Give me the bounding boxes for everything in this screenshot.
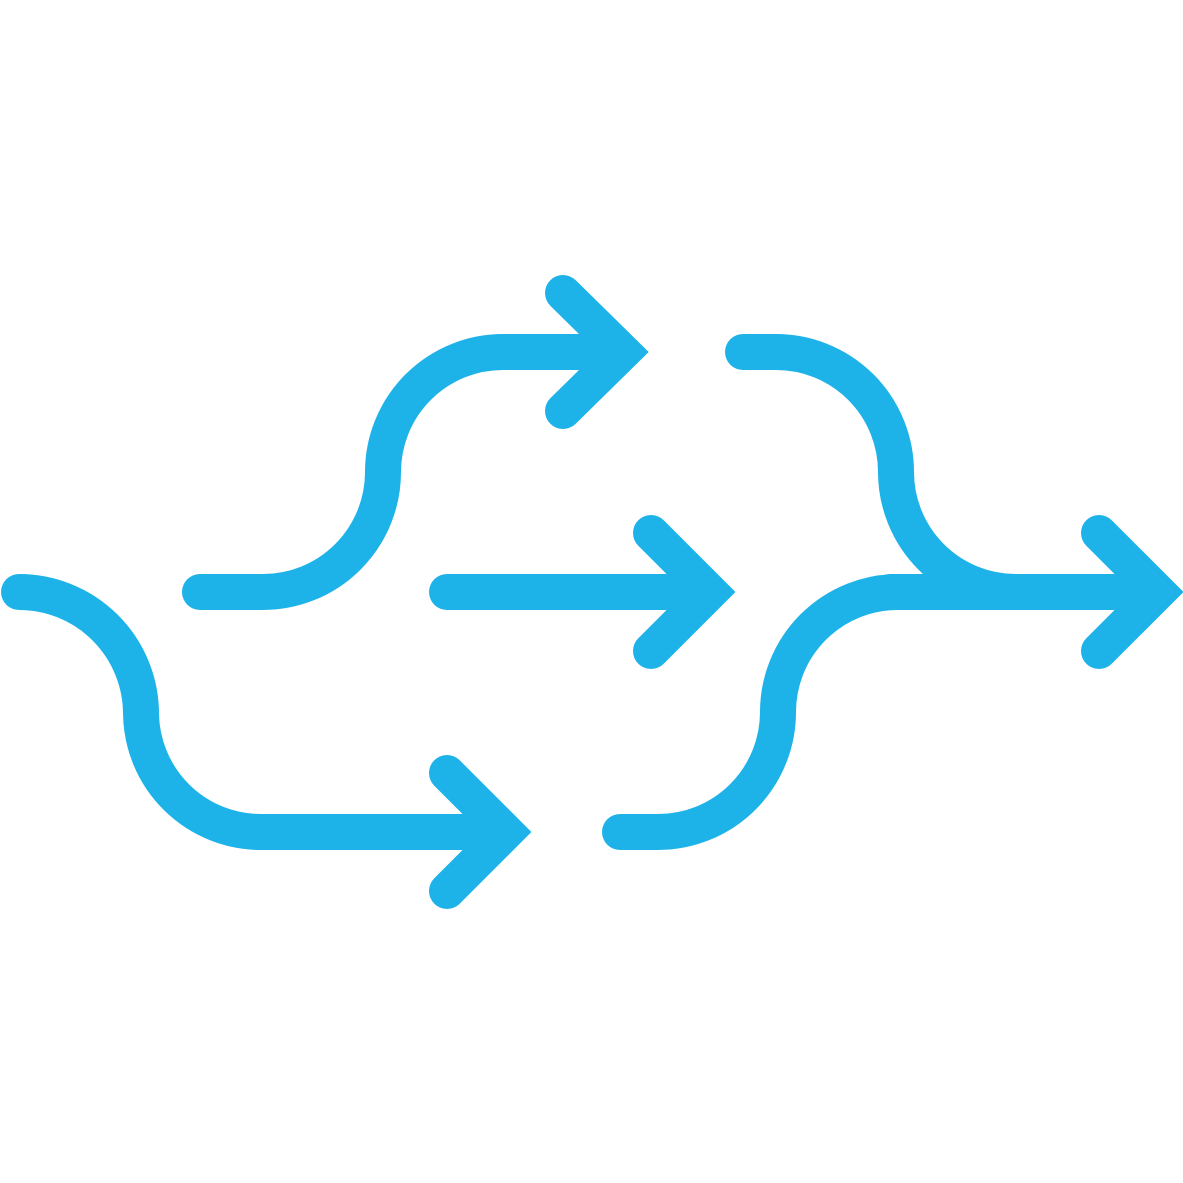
middle-arrowhead: [633, 515, 736, 669]
output-arrowhead: [1081, 515, 1183, 669]
upper-left-arrowhead: [545, 275, 649, 429]
lower-right-merge-path: [602, 574, 916, 850]
lower-left-arrowhead: [429, 755, 532, 909]
lower-left-curved-path: [1, 574, 510, 850]
upper-left-curved-path: [182, 334, 628, 610]
